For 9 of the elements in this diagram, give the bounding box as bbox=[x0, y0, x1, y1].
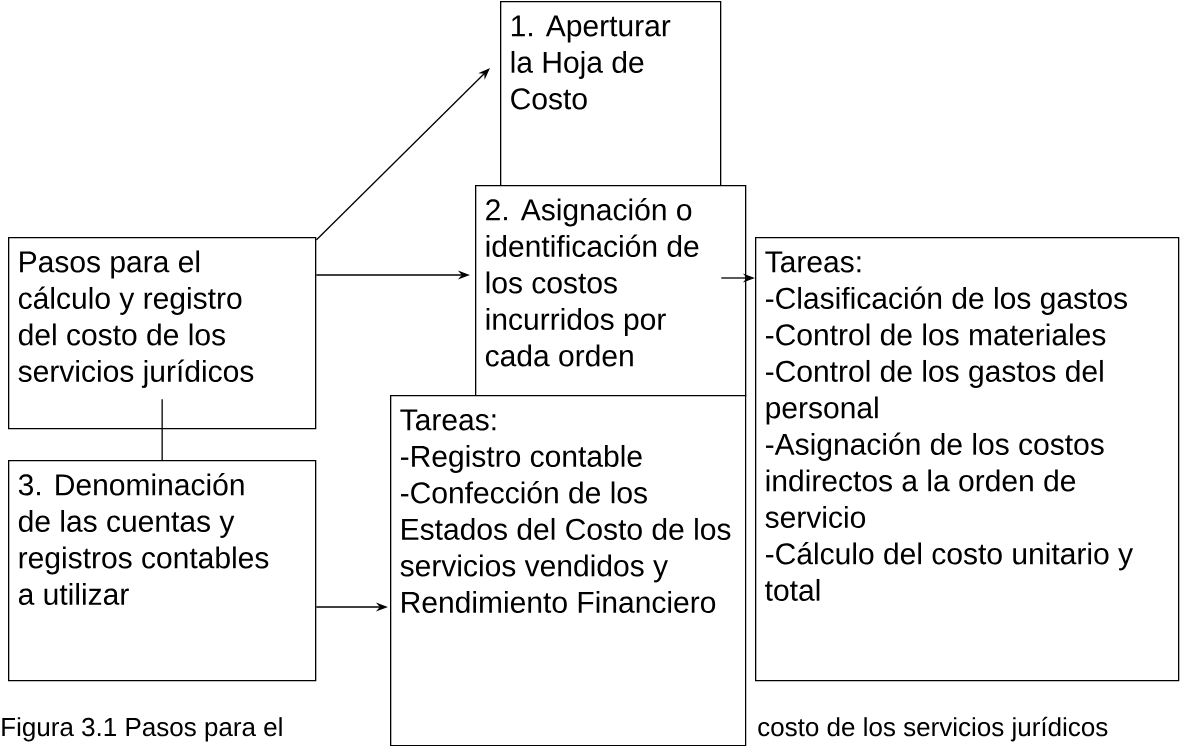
text-box: 3. Denominación de las cuentas y registros contables a utilizar bbox=[8, 460, 317, 682]
text-box: Pasos para el cálculo y registro del costo de los servicios jurídicos bbox=[8, 237, 317, 430]
text-box: 1. Aperturar la Hoja de Costo bbox=[500, 1, 722, 187]
text-box: Tareas: -Clasificación de los gastos -Control de los materiales -Control de los gastos del personal -Asignación de los costos indirectos a la orden de servicio -Cálculo del costo unitario y total bbox=[755, 237, 1180, 682]
arrow bbox=[315, 68, 490, 241]
caption-text: Figura 3.1 Pasos para el bbox=[2, 717, 282, 742]
caption-text: costo de los servicios jurídicos bbox=[758, 716, 1108, 742]
connector-line bbox=[161, 398, 163, 461]
text-box: 2. Asignación o identificación de los costos incurridos por cada orden bbox=[475, 185, 747, 397]
